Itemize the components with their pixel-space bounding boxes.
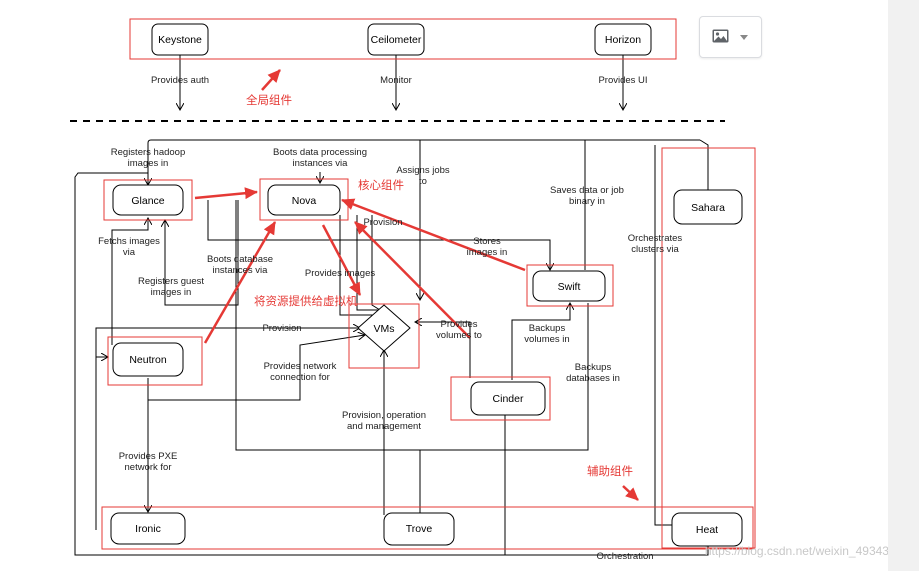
edge-label: Boots data processing — [273, 147, 367, 158]
annotations: 全局组件 核心组件 将资源提供给虚拟机 辅助组件 — [246, 93, 633, 478]
node-glance: Glance — [112, 184, 184, 216]
node-label: Cinder — [493, 393, 524, 405]
image-icon — [712, 29, 729, 43]
edge-label: Assigns jobs — [396, 165, 450, 176]
glance-box — [103, 179, 193, 221]
edge-label: Backups — [575, 362, 612, 373]
highlight-boxes — [101, 18, 756, 550]
edge-labels: Provides auth Monitor Provides UI Regist… — [98, 75, 682, 562]
node-label: Keystone — [158, 34, 202, 46]
chevron-down-icon — [740, 35, 748, 40]
auxiliary-components-box — [101, 506, 754, 550]
edge-label: Saves data or job — [550, 185, 624, 196]
side-gutter — [888, 0, 919, 571]
edge-label: Backups — [529, 323, 566, 334]
node-keystone: Keystone — [151, 23, 209, 56]
node-ironic: Ironic — [110, 512, 186, 545]
node-label: Horizon — [605, 34, 641, 46]
node-neutron: Neutron — [112, 342, 184, 377]
node-label: Swift — [558, 281, 581, 293]
swift-box — [526, 264, 614, 307]
edge-label: instances via — [293, 158, 349, 169]
edge-label: Stores — [473, 236, 501, 247]
node-label: VMs — [374, 323, 395, 335]
node-nova: Nova — [267, 184, 341, 216]
vms-box — [348, 303, 420, 369]
edge-label: Provides images — [305, 268, 375, 279]
node-trove: Trove — [383, 512, 455, 546]
sahara-heat-box — [661, 147, 756, 549]
node-label: Neutron — [129, 354, 167, 366]
node-label: Heat — [696, 524, 718, 536]
annotation-provide-resources: 将资源提供给虚拟机 — [254, 294, 358, 308]
node-cinder: Cinder — [470, 381, 546, 416]
edge-label: Provides network — [264, 361, 337, 372]
annotation-global-components: 全局组件 — [246, 93, 292, 107]
edge-label: instances via — [213, 265, 269, 276]
global-components-box — [129, 18, 677, 60]
edge-label: and management — [347, 421, 421, 432]
edge-label: Fetchs images — [98, 236, 160, 247]
neutron-box — [107, 336, 203, 386]
edge-label: network for — [125, 462, 172, 473]
edge-label: connection for — [270, 372, 330, 383]
edge-label: Provides auth — [151, 75, 209, 86]
edge-label: Provision, operation — [342, 410, 426, 421]
edge-label: volumes in — [524, 334, 569, 345]
node-ceilometer: Ceilometer — [367, 23, 425, 56]
edge-label: Boots database — [207, 254, 273, 265]
node-label: Nova — [292, 195, 317, 207]
node-label: Glance — [131, 195, 164, 207]
edge-label: images in — [467, 247, 508, 258]
node-sahara: Sahara — [673, 189, 743, 225]
edge-label: Provides PXE — [119, 451, 178, 462]
edge-label: Provision — [363, 217, 402, 228]
edge-label: databases in — [566, 373, 620, 384]
edge-label: Provides — [441, 319, 478, 330]
edge-label: Provides UI — [598, 75, 647, 86]
edge-label: Orchestration — [596, 551, 653, 562]
node-label: Sahara — [691, 202, 725, 214]
edge-label: images in — [151, 287, 192, 298]
openstack-architecture-diagram: Keystone Ceilometer Horizon Glance Nova … — [70, 18, 888, 562]
edge-label: clusters via — [631, 244, 679, 255]
edge-label: Registers hadoop — [111, 147, 185, 158]
node-heat: Heat — [671, 512, 743, 547]
watermark-text: https://blog.csdn.net/weixin_49343462 — [705, 544, 888, 558]
edge-label: Registers guest — [138, 276, 204, 287]
node-horizon: Horizon — [594, 23, 652, 56]
red-arrows — [194, 69, 639, 501]
edge-label: to — [419, 176, 427, 187]
cinder-box — [450, 376, 551, 421]
node-label: Trove — [406, 523, 433, 535]
edge-label: Provision — [262, 323, 301, 334]
node-label: Ceilometer — [371, 34, 422, 46]
annotation-auxiliary-components: 辅助组件 — [587, 464, 633, 478]
node-vms: VMs — [357, 304, 411, 352]
node-label: Ironic — [135, 523, 161, 535]
edge-label: binary in — [569, 196, 605, 207]
edge-label: images in — [128, 158, 169, 169]
image-options-button[interactable] — [699, 16, 762, 58]
edge-label: volumes to — [436, 330, 482, 341]
edge-label: Monitor — [380, 75, 412, 86]
node-swift: Swift — [532, 270, 606, 302]
edge-label: via — [123, 247, 136, 258]
annotation-core-components: 核心组件 — [358, 178, 404, 192]
edge-label: Orchestrates — [628, 233, 683, 244]
